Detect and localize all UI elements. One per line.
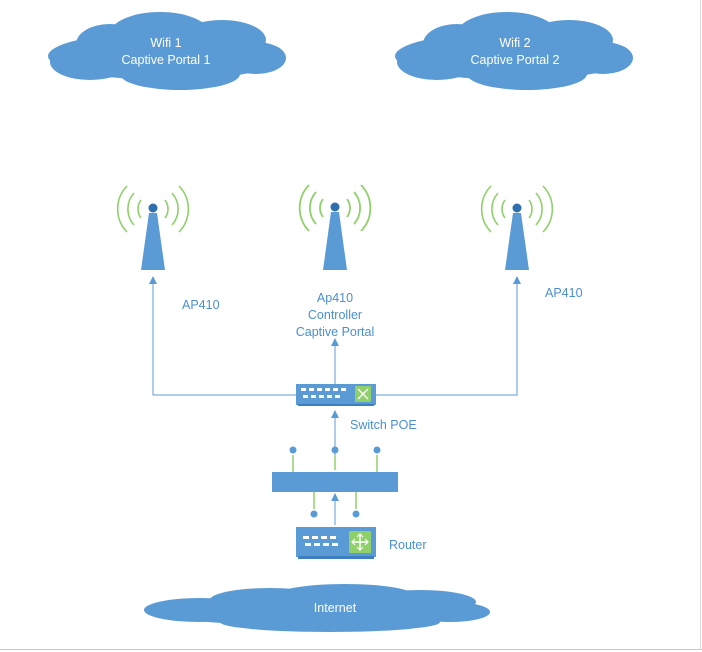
ap-center-label-line3: Captive Portal (296, 325, 375, 339)
switch-poe (296, 384, 376, 406)
switch-poe-label: Switch POE (350, 418, 417, 432)
cloud-wifi-1: Wifi 1 Captive Portal 1 (48, 12, 286, 90)
cloud-wifi-1-subtitle: Captive Portal 1 (122, 53, 211, 67)
ap-left-label: AP410 (182, 298, 220, 312)
ap-right-label: AP410 (545, 286, 583, 300)
access-point-left (116, 185, 190, 270)
router-arrows-icon (349, 531, 371, 553)
wifi-signal-icon (298, 184, 372, 232)
cloud-wifi-2: Wifi 2 Captive Portal 2 (395, 12, 633, 90)
page-bottom-divider (0, 649, 702, 650)
cloud-wifi-2-title: Wifi 2 (499, 36, 530, 50)
switch-arrows-icon (355, 386, 371, 402)
wifi-signal-icon (116, 185, 190, 233)
link-switch-to-ap-right (375, 276, 521, 396)
page-right-divider (700, 0, 701, 650)
cloud-internet-label: Internet (314, 601, 357, 615)
wifi-signal-icon (480, 185, 554, 233)
access-point-center (298, 184, 372, 270)
router (296, 527, 376, 559)
cloud-internet: Internet (144, 584, 490, 632)
cloud-wifi-1-title: Wifi 1 (150, 36, 181, 50)
access-point-right (480, 185, 554, 270)
router-ports-icon (303, 536, 338, 546)
link-switch-to-ap-left (149, 276, 296, 396)
cloud-wifi-2-subtitle: Captive Portal 2 (471, 53, 560, 67)
ap-center-label-line2: Controller (308, 308, 362, 322)
router-label: Router (389, 538, 427, 552)
hub-bar (272, 446, 398, 518)
switch-ports-icon (301, 388, 346, 398)
ap-center-label-line1: Ap410 (317, 291, 353, 305)
